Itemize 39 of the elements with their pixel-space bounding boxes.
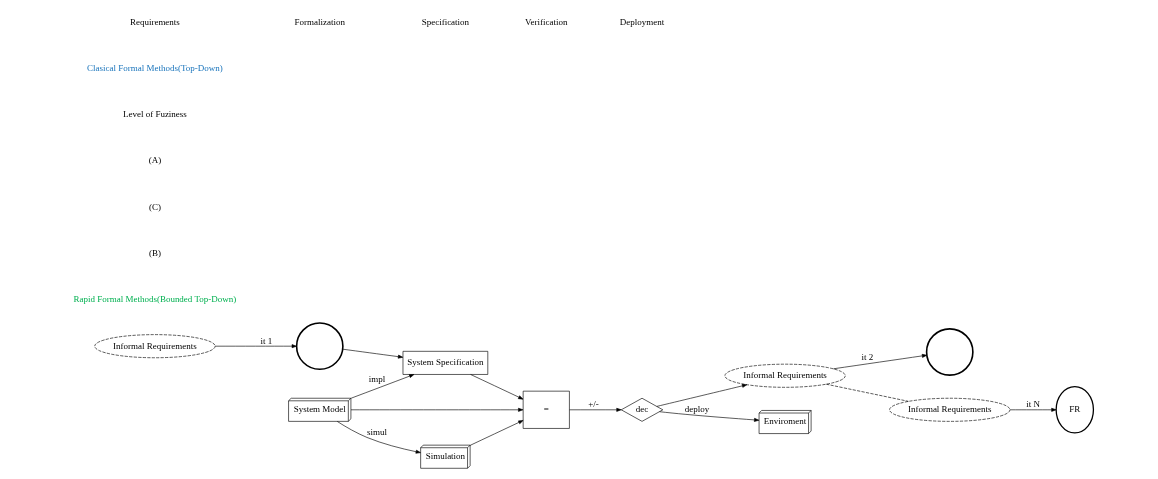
edge-label: impl: [368, 374, 385, 385]
arrow: [832, 354, 927, 370]
label: (C): [148, 201, 161, 212]
label: Verification: [524, 16, 567, 27]
node-diamond: dec: [620, 397, 663, 422]
label: Specification: [421, 16, 469, 27]
edge-label: it N: [1025, 399, 1040, 410]
label: Requirements: [129, 16, 180, 27]
arrow: [658, 411, 759, 422]
arrow: [469, 420, 523, 446]
label: Formalization: [294, 16, 345, 27]
arrow: [568, 407, 622, 412]
edge-label: +/-: [587, 399, 599, 410]
edge-label: deploy: [684, 403, 709, 414]
arrow: [336, 421, 421, 454]
node-ellipse: Informal Requirements: [93, 334, 215, 359]
edge-label: it 2: [861, 352, 873, 363]
connector: [825, 383, 909, 402]
label: Clasical Formal Methods(Top-Down): [86, 62, 223, 73]
edge-label: simul: [366, 427, 387, 437]
label: (A): [148, 155, 161, 166]
arrow: [1009, 407, 1056, 412]
arrow: [350, 374, 414, 399]
node-ellipse: Informal Requirements: [888, 397, 1010, 422]
node-box: =: [522, 390, 570, 429]
node-box: System Specification: [402, 351, 488, 375]
label: Rapid Formal Methods(Bounded Top-Down): [73, 294, 236, 305]
label: Level of Fuziness: [122, 109, 187, 120]
edge-label: it 1: [260, 335, 272, 346]
node-ellipse: FR: [1055, 386, 1094, 434]
label: (B): [148, 248, 161, 259]
arrow: [214, 344, 297, 349]
label: Deployment: [619, 16, 664, 27]
arrow: [342, 348, 403, 359]
node-blob: [295, 322, 344, 371]
node-blob: [925, 328, 974, 376]
arrow: [469, 374, 523, 400]
arrow: [655, 384, 747, 407]
arrow: [350, 407, 523, 412]
